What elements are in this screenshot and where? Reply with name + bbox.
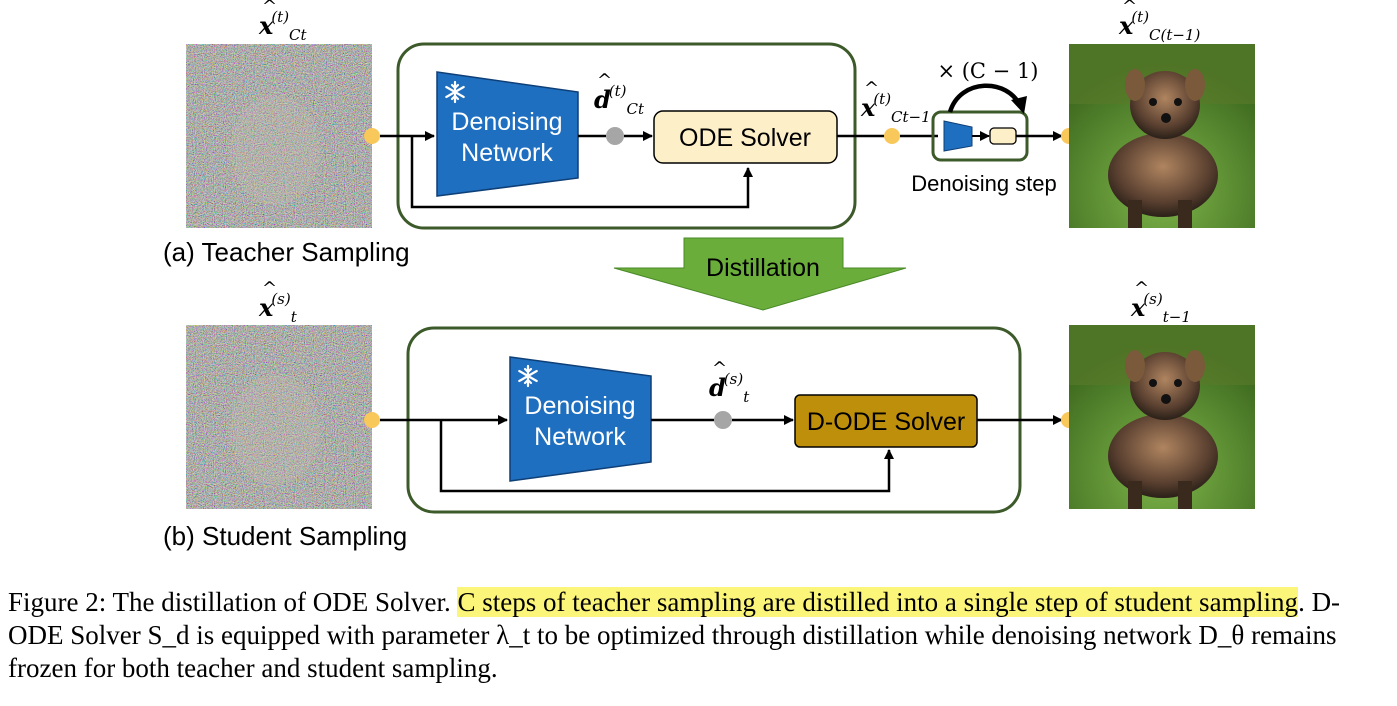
repeat-label: × (C − 1) bbox=[937, 59, 1038, 83]
teacher-panel-label: (a) Teacher Sampling bbox=[163, 237, 410, 267]
student-input-label: ^x(s)t bbox=[259, 278, 297, 326]
teacher-dog-image bbox=[1069, 44, 1255, 228]
mini-network-icon bbox=[943, 120, 973, 152]
student-skip-arrow bbox=[439, 420, 894, 493]
snowflake-icon bbox=[445, 80, 465, 104]
loop-arrowhead bbox=[1011, 96, 1027, 114]
distillation-label: Distillation bbox=[706, 254, 820, 282]
denoising-step-label: Denoising step bbox=[911, 171, 1057, 196]
loop-arrow bbox=[947, 83, 1023, 113]
student-network-label-1: Denoising bbox=[524, 392, 635, 420]
caption-rest: . D-ODE Solver S_d is equipped with para… bbox=[8, 587, 1341, 683]
student-noise-image bbox=[186, 325, 372, 509]
teacher-output-label: ^x(t)C(t−1) bbox=[1119, 0, 1201, 44]
teacher-skip-arrow bbox=[410, 136, 753, 209]
dode-solver-label: D-ODE Solver bbox=[807, 408, 965, 436]
student-network-label-2: Network bbox=[534, 423, 626, 451]
teacher-network-label-1: Denoising bbox=[451, 108, 562, 136]
student-panel-label: (b) Student Sampling bbox=[163, 521, 408, 551]
student-d-dot bbox=[714, 411, 732, 429]
mini-solver-icon bbox=[989, 127, 1017, 145]
distillation-diagram: Denoising Network ODE Solver × (C − 1) D… bbox=[163, 0, 1255, 551]
student-input-dot bbox=[364, 412, 380, 428]
teacher-d-dot bbox=[606, 127, 624, 145]
student-d-label: ^d(s)t bbox=[709, 358, 750, 406]
caption-highlight: C steps of teacher sampling are distille… bbox=[457, 587, 1299, 617]
ode-solver-label: ODE Solver bbox=[679, 124, 811, 152]
teacher-d-label: ^d(t)Ct bbox=[594, 70, 645, 118]
diagram-svg: Denoising Network ODE Solver × (C − 1) D… bbox=[186, 42, 1255, 514]
caption-prefix: Figure 2: The distillation of ODE Solver… bbox=[8, 587, 458, 617]
teacher-input-dot bbox=[364, 128, 380, 144]
teacher-intermediate-label: ^x(t)Ct−1 bbox=[861, 78, 931, 126]
student-denoising-network bbox=[509, 356, 652, 482]
teacher-intermediate-dot bbox=[884, 128, 900, 144]
teacher-noise-image bbox=[186, 44, 372, 228]
teacher-input-label: ^x(t)Ct bbox=[259, 0, 307, 44]
teacher-network-label-2: Network bbox=[461, 139, 553, 167]
student-dog-image bbox=[1069, 325, 1255, 509]
figure-caption: Figure 2: The distillation of ODE Solver… bbox=[8, 586, 1392, 685]
snowflake-icon bbox=[518, 364, 538, 388]
student-output-label: ^x(s)t−1 bbox=[1131, 278, 1191, 326]
distillation-arrow bbox=[613, 237, 907, 311]
teacher-denoising-network bbox=[436, 71, 579, 197]
